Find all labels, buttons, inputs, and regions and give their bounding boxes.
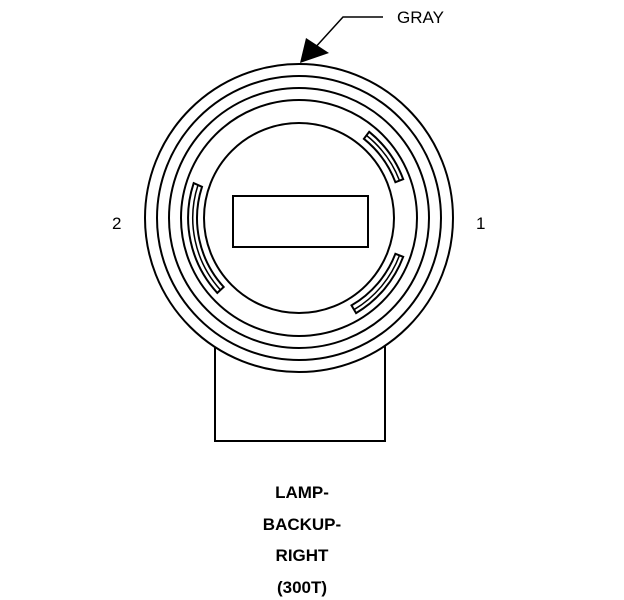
terminal-slot-right-bottom-inner bbox=[353, 255, 401, 311]
ring-4 bbox=[180, 99, 418, 337]
pin-label-left: 2 bbox=[112, 214, 121, 233]
ring-2 bbox=[156, 75, 442, 361]
connector-title-line-1: LAMP- bbox=[275, 483, 329, 502]
callout-leader-line bbox=[312, 16, 383, 51]
callout-arrowhead bbox=[300, 38, 329, 63]
connector-title-line-2: BACKUP- bbox=[263, 515, 341, 534]
terminal-slot-left-inner bbox=[192, 184, 222, 291]
ring-3 bbox=[168, 87, 430, 349]
connector-title-line-4: (300T) bbox=[277, 578, 327, 597]
wire-color-label: GRAY bbox=[397, 8, 444, 27]
terminal-slot-right-bottom bbox=[350, 252, 405, 315]
pin-label-right: 1 bbox=[476, 214, 485, 233]
terminal-slot-right-top-inner bbox=[366, 134, 401, 181]
connector-title-line-3: RIGHT bbox=[276, 546, 330, 565]
center-key-slot bbox=[232, 195, 369, 248]
terminal-slot-right-top bbox=[362, 130, 405, 184]
